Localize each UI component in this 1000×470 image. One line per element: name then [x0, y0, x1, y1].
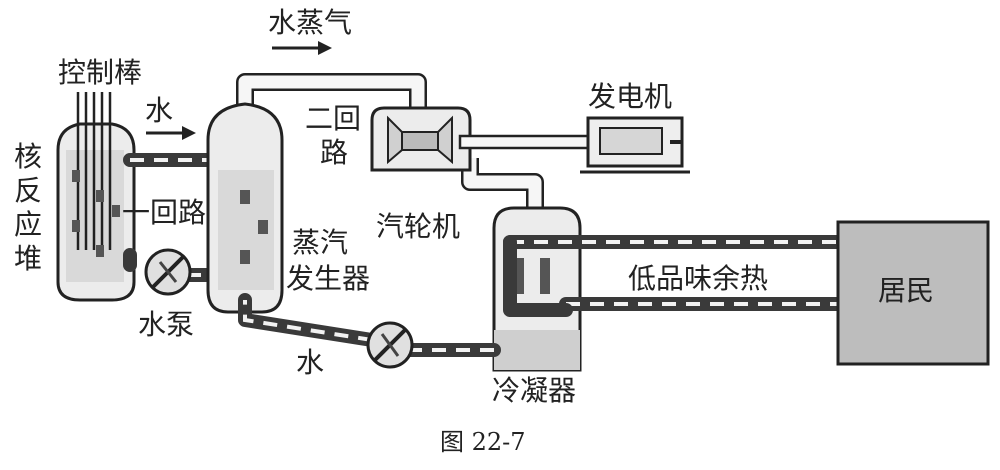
- steam-generator: [206, 102, 284, 314]
- turbine: [370, 106, 472, 172]
- label-steam: 水蒸气: [268, 6, 352, 39]
- shaft: [458, 134, 594, 150]
- figure-caption: 图 22-7: [440, 428, 526, 456]
- label-reactor-4: 堆: [14, 242, 42, 275]
- label-reactor-3: 应: [14, 208, 42, 241]
- label-primary-loop: 一回路: [122, 196, 206, 229]
- primary-pump-icon: [144, 248, 192, 296]
- label-steam-generator-2: 发生器: [286, 262, 370, 295]
- label-low-grade-heat: 低品味余热: [628, 262, 768, 295]
- label-water-bottom: 水: [296, 346, 324, 379]
- label-steam-generator-1: 蒸汽: [292, 226, 348, 259]
- arrow-water-icon: [146, 126, 196, 140]
- label-water-top: 水: [145, 94, 173, 127]
- reactor: [56, 92, 136, 302]
- label-pump: 水泵: [138, 308, 194, 341]
- heat-loop-pipe: [503, 235, 847, 317]
- return-pipe: [238, 293, 501, 357]
- label-turbine: 汽轮机: [376, 210, 460, 243]
- label-condenser: 冷凝器: [492, 374, 576, 407]
- secondary-pump-icon: [366, 321, 414, 369]
- label-control-rods: 控制棒: [58, 56, 142, 89]
- label-reactor-2: 反: [14, 174, 42, 207]
- generator: [580, 116, 690, 174]
- label-generator: 发电机: [588, 80, 672, 113]
- arrow-steam-icon: [272, 41, 332, 55]
- label-reactor-1: 核: [14, 140, 42, 173]
- label-residents: 居民: [878, 274, 934, 307]
- residents-box: [836, 220, 990, 366]
- label-secondary-loop-2: 路: [320, 136, 348, 169]
- label-secondary-loop-1: 二回: [305, 102, 361, 135]
